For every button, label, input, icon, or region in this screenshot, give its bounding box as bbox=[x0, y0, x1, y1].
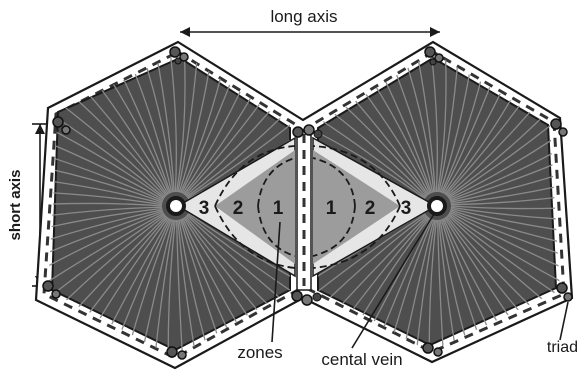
triad-leader-line bbox=[560, 302, 568, 340]
right-lobule bbox=[267, 36, 581, 372]
long-axis-label: long axis bbox=[270, 7, 337, 26]
left-lobule bbox=[6, 36, 346, 372]
long-axis-arrow bbox=[180, 27, 440, 37]
right-central-vein bbox=[429, 198, 445, 214]
triad-label: triad bbox=[547, 339, 578, 356]
central-septum bbox=[297, 130, 311, 290]
short-axis-label: short axis bbox=[7, 170, 24, 241]
left-central-vein bbox=[168, 198, 184, 214]
left-zone-1-label: 1 bbox=[273, 198, 284, 219]
left-zone-3-label: 3 bbox=[199, 198, 210, 219]
zones-label: zones bbox=[237, 343, 282, 362]
left-zone-2-label: 2 bbox=[233, 198, 244, 219]
right-zone-2-label: 2 bbox=[365, 198, 376, 219]
right-zone-3-label: 3 bbox=[401, 198, 412, 219]
right-zone-1-label: 1 bbox=[326, 198, 337, 219]
central-vein-label: cental vein bbox=[321, 350, 402, 369]
